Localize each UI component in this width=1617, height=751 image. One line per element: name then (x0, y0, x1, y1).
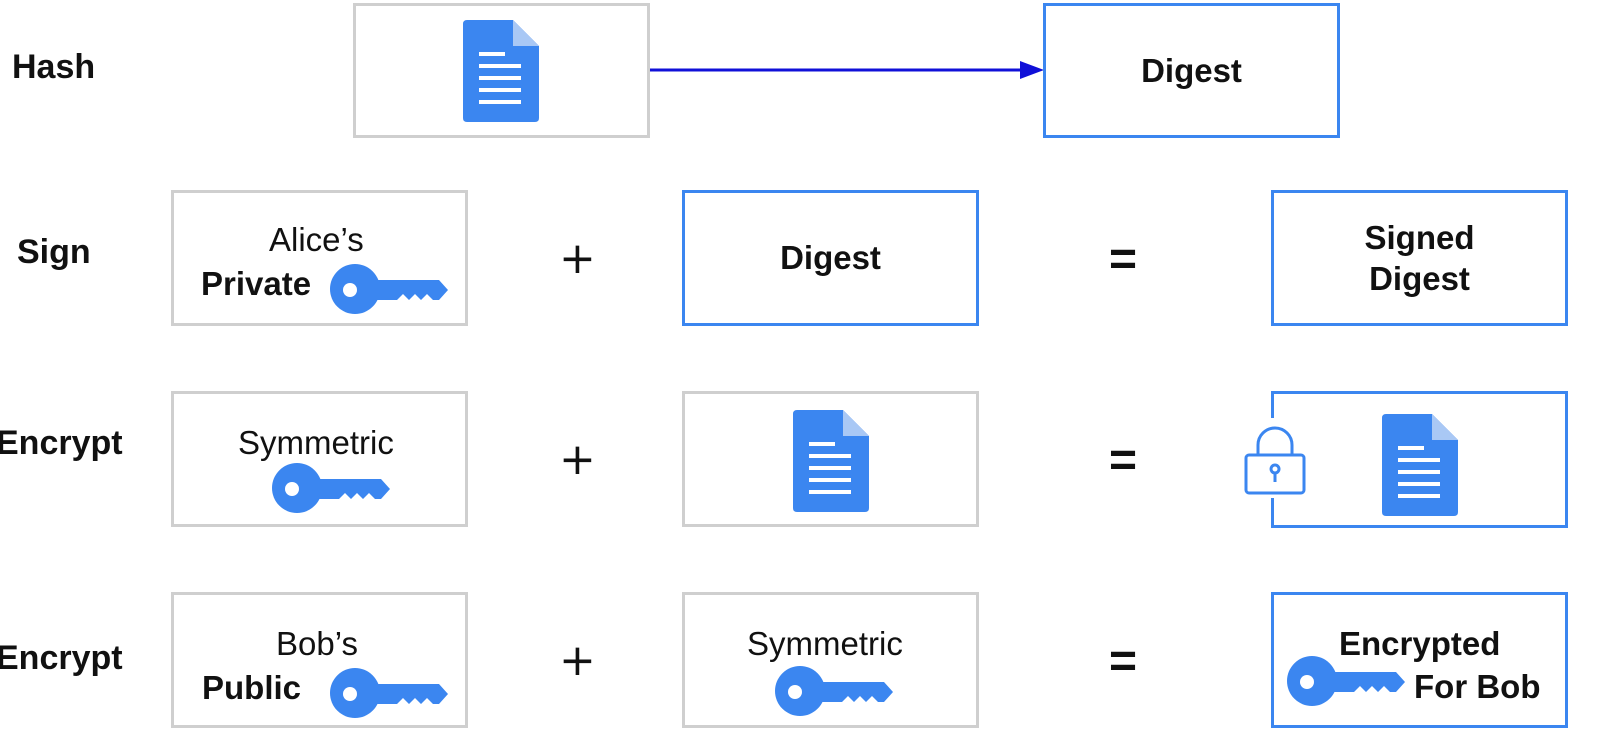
key-type-label: Private (201, 265, 312, 302)
key-type-label: Symmetric (238, 424, 394, 461)
plus-sign: + (559, 434, 596, 485)
signed-digest-box: Signed Digest (1271, 190, 1568, 326)
hash-digest-box: Digest (1043, 3, 1340, 138)
sign-digest-box: Digest (682, 190, 979, 326)
key-icon (330, 264, 448, 314)
digest-label: Digest (780, 239, 881, 277)
key-icon (272, 463, 390, 513)
digest-label: Digest (1369, 260, 1470, 297)
encrypted-label: Encrypted (1339, 625, 1501, 662)
key-owner-label: Alice’s (269, 221, 364, 258)
row-label-hash: Hash (12, 48, 96, 86)
symmetric-key-middle-box: Symmetric (682, 592, 979, 728)
key-icon (1287, 656, 1405, 706)
key-type-label: Symmetric (747, 625, 903, 662)
digest-label: Digest (1141, 51, 1242, 89)
symmetric-key-box: Symmetric (171, 391, 468, 527)
key-icon (330, 668, 448, 718)
equals-sign: = (1109, 233, 1138, 286)
arrow-icon (650, 61, 1044, 79)
hash-input-box (353, 3, 650, 138)
key-owner-label: Bob’s (276, 625, 358, 662)
encrypted-document-box (1271, 391, 1568, 528)
document-icon (1382, 414, 1458, 516)
bob-public-key-box: Bob’s Public (171, 592, 468, 728)
plus-sign: + (559, 233, 596, 284)
for-bob-label: For Bob (1414, 668, 1541, 705)
row-label-encrypt: Encrypt (0, 639, 123, 677)
encrypted-for-bob-box: Encrypted For Bob (1271, 592, 1568, 728)
row-label-encrypt: Encrypt (0, 424, 123, 462)
document-icon (463, 20, 539, 122)
row-label-sign: Sign (17, 233, 91, 271)
plaintext-document-box (682, 391, 979, 527)
key-type-label: Public (202, 669, 302, 706)
key-icon (775, 666, 893, 716)
document-icon (793, 410, 869, 512)
plus-sign: + (559, 635, 596, 686)
signed-label: Signed (1364, 218, 1475, 256)
equals-sign: = (1109, 635, 1138, 688)
padlock-icon (1244, 426, 1306, 495)
equals-sign: = (1109, 434, 1138, 487)
alice-private-key-box: Alice’s Private (171, 190, 468, 326)
